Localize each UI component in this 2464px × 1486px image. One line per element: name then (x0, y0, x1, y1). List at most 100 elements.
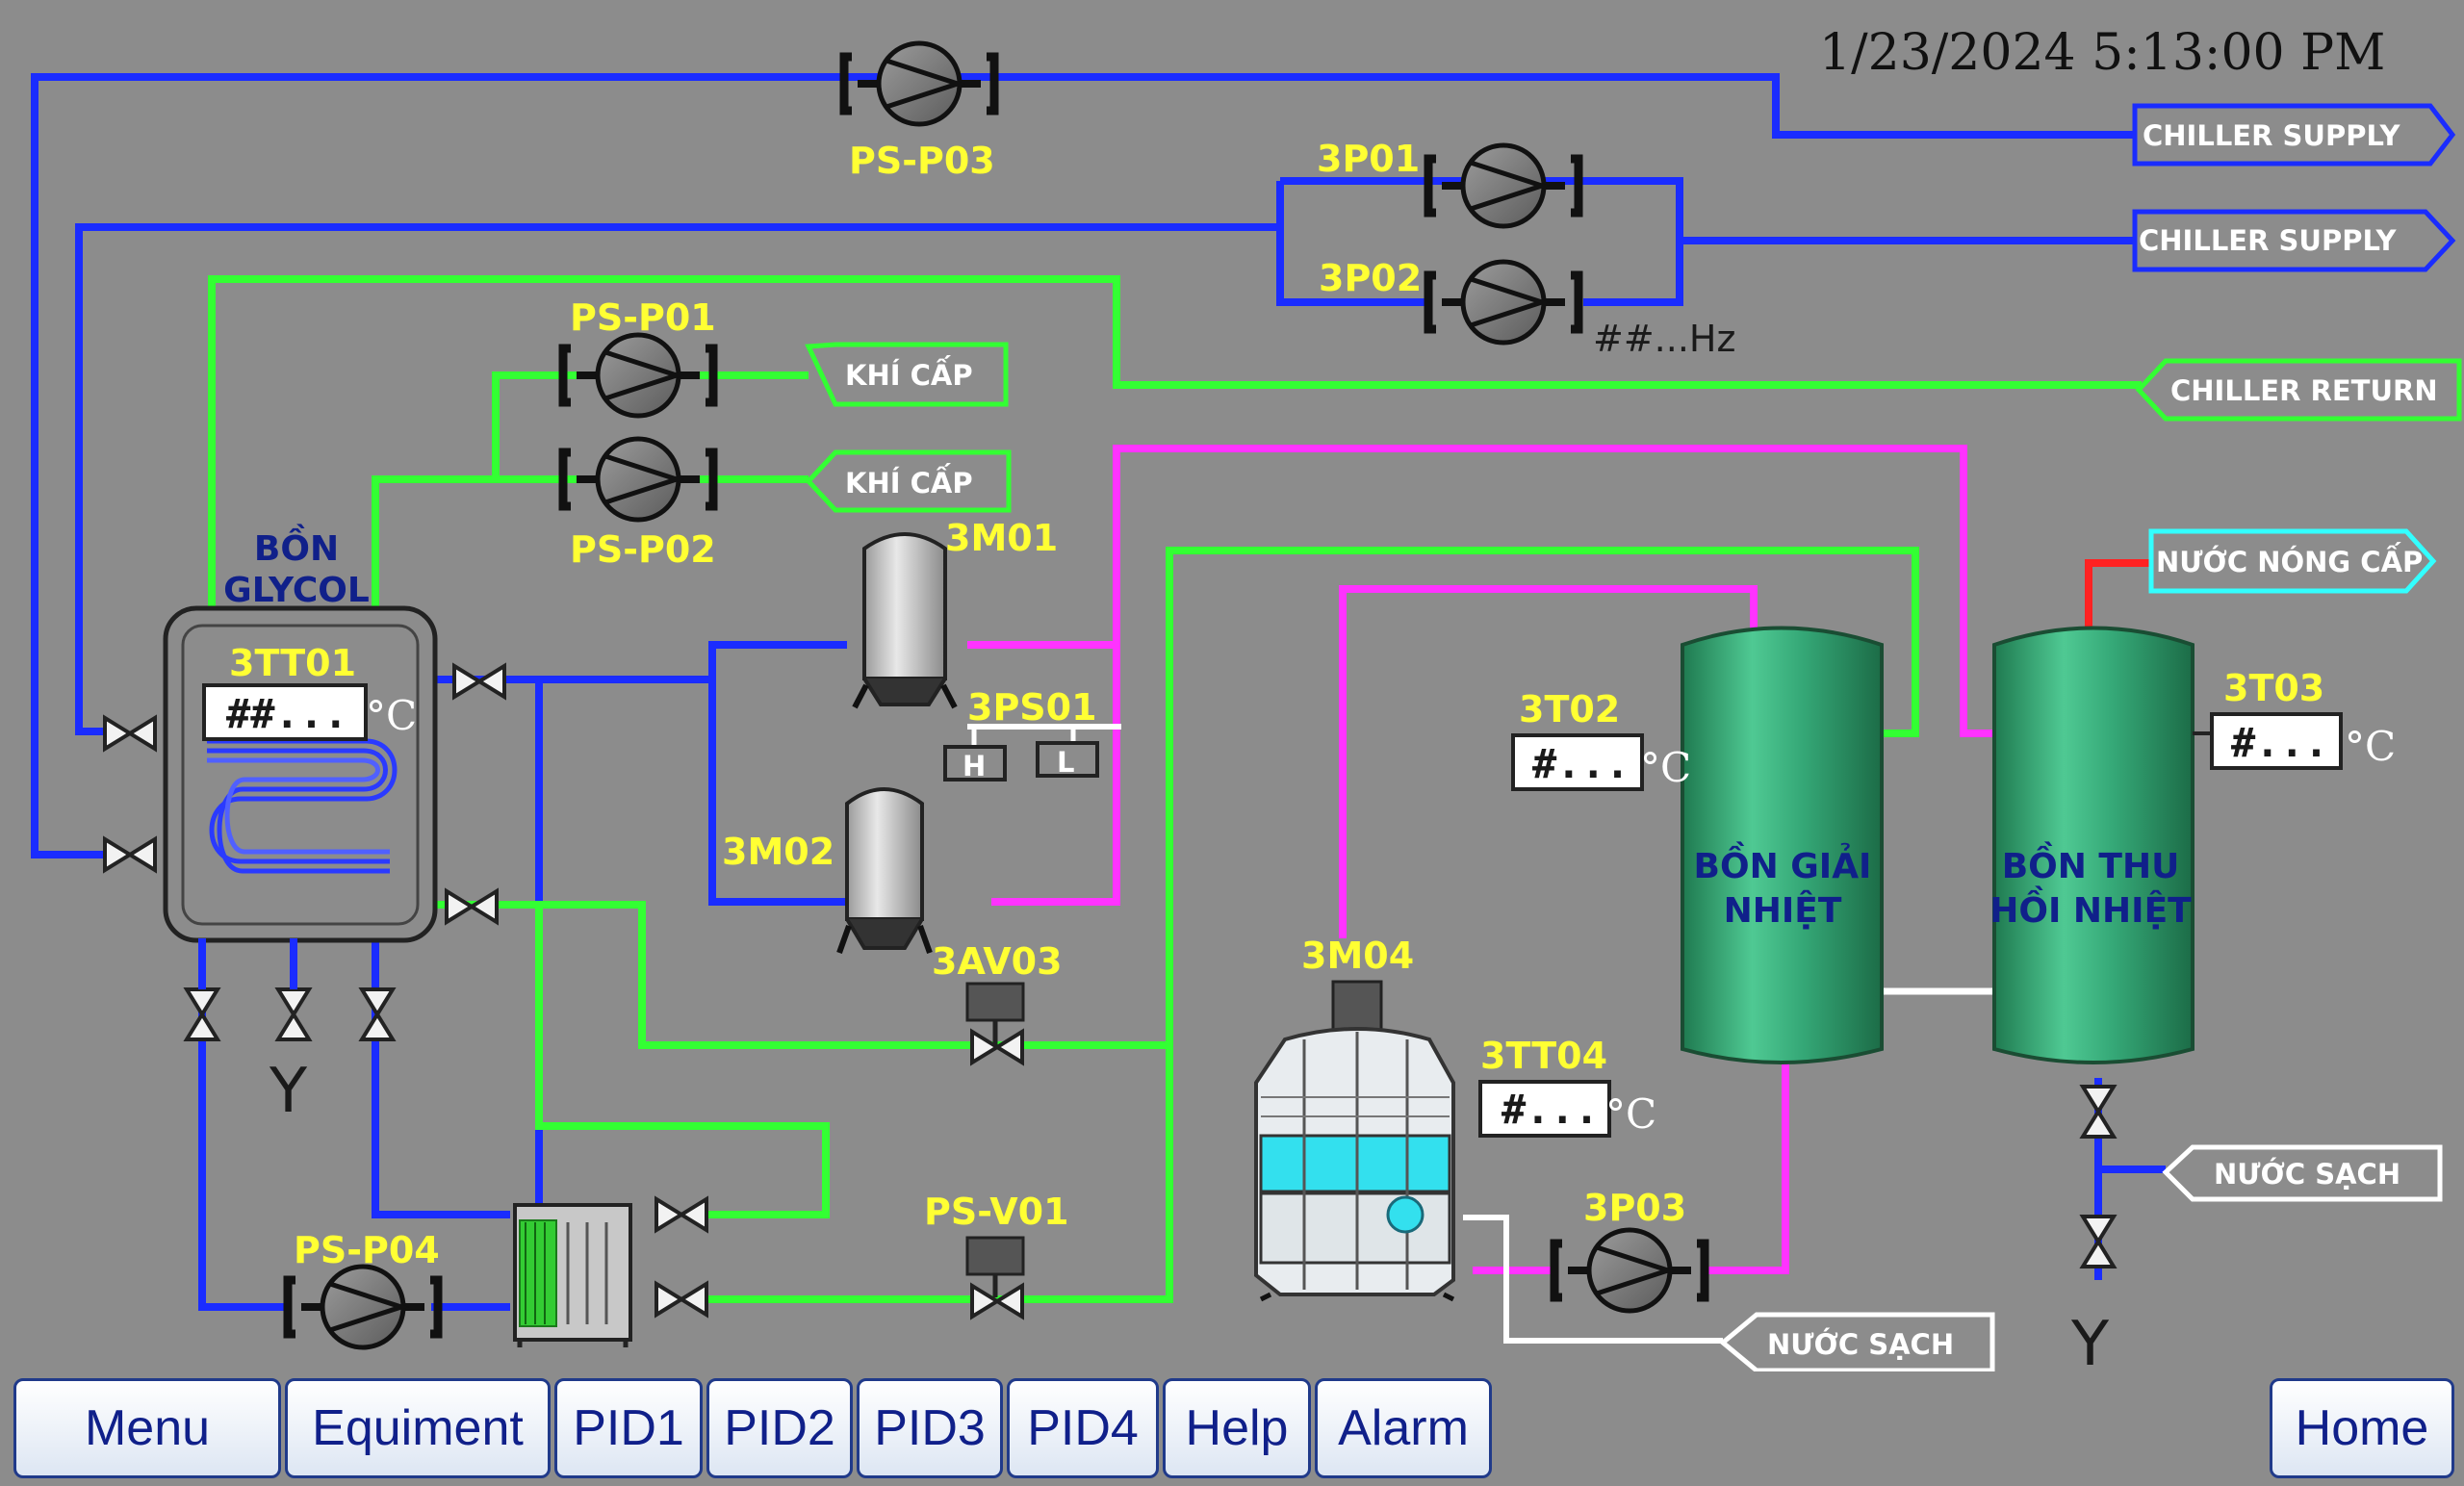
tank-label-1: BỒN THU (2002, 841, 2180, 886)
tank-giai-nhiet[interactable]: BỒN GIẢI NHIỆT (1681, 626, 1884, 1064)
tag-label: CHILLER SUPPLY (2143, 119, 2400, 152)
pressure-switch-3ps01[interactable]: 3PS01 H L (943, 686, 1099, 782)
valve-hx-upper[interactable] (654, 1197, 708, 1232)
tag-khi-cap-1[interactable]: KHÍ CẤP (805, 342, 1009, 407)
tag-label: CHILLER RETURN (2170, 374, 2438, 407)
valve-thu-hoi-drain-1[interactable] (2081, 1085, 2116, 1139)
home-button[interactable]: Home (2270, 1378, 2454, 1478)
sensor-value: #... (2231, 719, 2328, 766)
pump-ps-p02[interactable]: PS-P02 (563, 439, 716, 571)
pump-3p03[interactable]: 3P03 (1554, 1187, 1705, 1311)
help-button[interactable]: Help (1163, 1378, 1311, 1478)
tank-glycol-label-2: GLYCOL (223, 571, 370, 610)
valve-glycol-out-green[interactable] (445, 889, 499, 924)
sensor-unit: °C (2345, 723, 2396, 770)
tag-label: KHÍ CẤP (845, 355, 973, 392)
tank-thu-hoi-nhiet[interactable]: BỒN THU HỒI NHIỆT (1989, 626, 2194, 1064)
sensor-label: 3T03 (2223, 667, 2324, 709)
sensor-value-box[interactable] (202, 683, 368, 741)
sensor-3tt04: 3TT04 #... °C (1478, 1035, 1656, 1138)
valve-glycol-out-blue[interactable] (452, 664, 506, 699)
drain-symbol-thu-hoi: Y (2070, 1309, 2110, 1371)
pid3-button[interactable]: PID3 (857, 1378, 1003, 1478)
pump-label: PS-P02 (570, 528, 716, 571)
pump-label: PS-P03 (849, 140, 995, 182)
equipment-button[interactable]: Equiment (285, 1378, 551, 1478)
sensor-3t03: 3T03 #... °C (2210, 667, 2396, 770)
sensor-value: ##... (226, 690, 347, 737)
pump-3p01[interactable]: 3P01 (1317, 138, 1578, 226)
sensor-unit: °C (1640, 744, 1691, 791)
tag-nuoc-nong-cap[interactable]: NƯỚC NÓNG CẤP (2148, 528, 2437, 594)
pump-ps-p03[interactable]: PS-P03 (844, 43, 995, 182)
pump-label: 3P02 (1319, 257, 1422, 299)
tag-chiller-return[interactable]: CHILLER RETURN (2135, 358, 2462, 422)
pump-label: 3P03 (1583, 1187, 1686, 1229)
datetime-display: 1/23/2024 5:13:00 PM (1819, 24, 2385, 82)
valve-glycol-in-1[interactable] (103, 716, 157, 751)
tower-label: 3M04 (1301, 935, 1414, 977)
filter-label: 3M02 (722, 831, 834, 873)
pump-ps-p01[interactable]: PS-P01 (563, 296, 716, 416)
pump-frequency: ##...Hz (1593, 318, 1735, 360)
pump-ps-p04[interactable]: PS-P04 (288, 1229, 440, 1347)
heat-exchanger[interactable] (513, 1203, 632, 1347)
valve-hx-lower[interactable] (654, 1282, 708, 1317)
valve-3av03[interactable]: 3AV03 (932, 940, 1063, 1064)
switch-high-label: H (962, 750, 986, 782)
sensor-unit: °C (366, 692, 417, 739)
filter-3m02[interactable]: 3M02 (722, 787, 933, 955)
tag-nuoc-sach-1[interactable]: NƯỚC SẠCH (2162, 1144, 2443, 1202)
tank-label-1: BỒN GIẢI (1694, 841, 1872, 886)
valve-glycol-in-2[interactable] (103, 837, 157, 872)
pump-label: 3P01 (1317, 138, 1420, 180)
sensor-value-box[interactable] (1511, 733, 1644, 791)
tag-chiller-supply-2[interactable]: CHILLER SUPPLY (2132, 209, 2456, 272)
tag-label: NƯỚC NÓNG CẤP (2156, 542, 2423, 578)
pid-diagram: 1/23/2024 5:13:00 PM CHILLER SUPPLY CHIL… (31, 24, 2462, 1371)
switch-high-indicator (943, 745, 1007, 781)
tag-label: NƯỚC SẠCH (1767, 1328, 1954, 1361)
pid1-button[interactable]: PID1 (554, 1378, 703, 1478)
sensor-label: 3TT01 (229, 642, 356, 684)
tag-label: NƯỚC SẠCH (2214, 1158, 2400, 1191)
pump-label: PS-P01 (570, 296, 716, 339)
menu-button[interactable]: Menu (13, 1378, 281, 1478)
pump-3p02[interactable]: 3P02 ##...Hz (1319, 257, 1735, 360)
valve-ps-v01[interactable]: PS-V01 (924, 1191, 1069, 1319)
tag-nuoc-sach-2[interactable]: NƯỚC SẠCH (1719, 1312, 1995, 1371)
valve-thu-hoi-drain-2[interactable] (2081, 1215, 2116, 1268)
sensor-value-box[interactable] (2210, 712, 2343, 770)
sensor-label: 3TT04 (1480, 1035, 1607, 1077)
cooling-tower-3m04[interactable]: 3M04 (1254, 935, 1455, 1302)
pid4-button[interactable]: PID4 (1007, 1378, 1159, 1478)
tag-chiller-supply-1[interactable]: CHILLER SUPPLY (2132, 103, 2456, 167)
tank-label-2: NHIỆT (1724, 889, 1842, 931)
alarm-button[interactable]: Alarm (1315, 1378, 1492, 1478)
sensor-value-box[interactable] (1478, 1080, 1611, 1138)
tank-label-2: HỒI NHIỆT (1989, 885, 2192, 931)
glycol-coil (207, 738, 398, 874)
pid2-button[interactable]: PID2 (706, 1378, 853, 1478)
drain-symbol-glycol: Y (269, 1056, 308, 1127)
sensor-label: 3T02 (1519, 688, 1620, 730)
tank-glycol-label-1: BỒN (254, 524, 339, 569)
valve-label: 3AV03 (932, 940, 1063, 983)
switch-label: 3PS01 (967, 686, 1097, 729)
tag-label: KHÍ CẤP (845, 463, 973, 500)
valve-glycol-bottom-2[interactable] (276, 987, 311, 1041)
tag-khi-cap-2[interactable]: KHÍ CẤP (805, 449, 1012, 513)
sensor-3tt01: 3TT01 ##... °C (202, 642, 417, 741)
valve-label: PS-V01 (924, 1191, 1069, 1233)
sensor-value: #... (1502, 1086, 1599, 1133)
valve-glycol-bottom-1[interactable] (185, 987, 219, 1041)
sensor-unit: °C (1605, 1090, 1656, 1138)
sensor-3t02: 3T02 #... °C (1511, 688, 1691, 791)
valve-glycol-bottom-3[interactable] (360, 987, 395, 1041)
filter-label: 3M01 (945, 517, 1058, 559)
switch-low-label: L (1057, 746, 1074, 779)
pump-label: PS-P04 (294, 1229, 440, 1271)
filter-3m01[interactable]: 3M01 (852, 517, 1058, 709)
sensor-value: #... (1532, 740, 1630, 787)
switch-low-indicator (1036, 741, 1099, 778)
